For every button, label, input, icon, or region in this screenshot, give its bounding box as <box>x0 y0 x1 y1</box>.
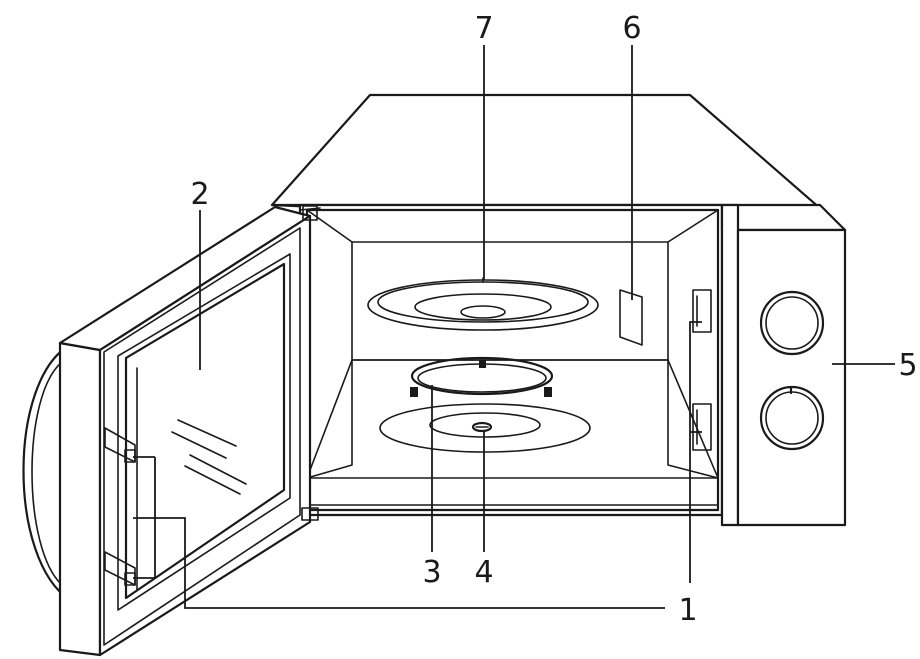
callout-roller-ring: 3 <box>422 555 441 590</box>
leader-lines <box>133 45 895 609</box>
turntable-base <box>379 403 591 453</box>
door-panel <box>98 214 312 657</box>
door-hinge-top <box>299 205 321 221</box>
cavity-floor <box>306 359 719 506</box>
door-latch-slots <box>692 289 712 451</box>
cavity-edge-tr <box>667 209 719 243</box>
door-handle-inner <box>31 361 63 586</box>
cavity-edge-tl <box>306 209 353 243</box>
door-window-frame <box>117 253 291 611</box>
door-hinge-bottom <box>301 507 319 521</box>
control-panel-top <box>720 203 847 232</box>
callout-glass-tray: 7 <box>474 11 493 46</box>
callout-door-window: 2 <box>190 177 209 212</box>
callout-waveguide-cover: 6 <box>622 11 641 46</box>
callout-turntable-shaft: 4 <box>474 555 493 590</box>
door-panel-inner-frame <box>103 227 301 646</box>
glass-tray <box>367 277 599 331</box>
roller-ring <box>410 356 554 397</box>
door-handle <box>22 343 72 602</box>
control-panel-side <box>720 203 740 527</box>
door-safety-lock <box>104 427 136 586</box>
callout-door-safety-lock: 1 <box>678 593 697 628</box>
control-panel <box>736 228 847 527</box>
timer-knob <box>759 290 825 356</box>
door-edge <box>58 341 102 657</box>
door-window <box>124 262 286 600</box>
callout-control-panel: 5 <box>898 348 917 383</box>
glass-reflection <box>171 419 247 495</box>
waveguide-cover <box>619 289 643 346</box>
power-knob <box>759 385 825 451</box>
cavity-edge-bl <box>306 359 353 479</box>
